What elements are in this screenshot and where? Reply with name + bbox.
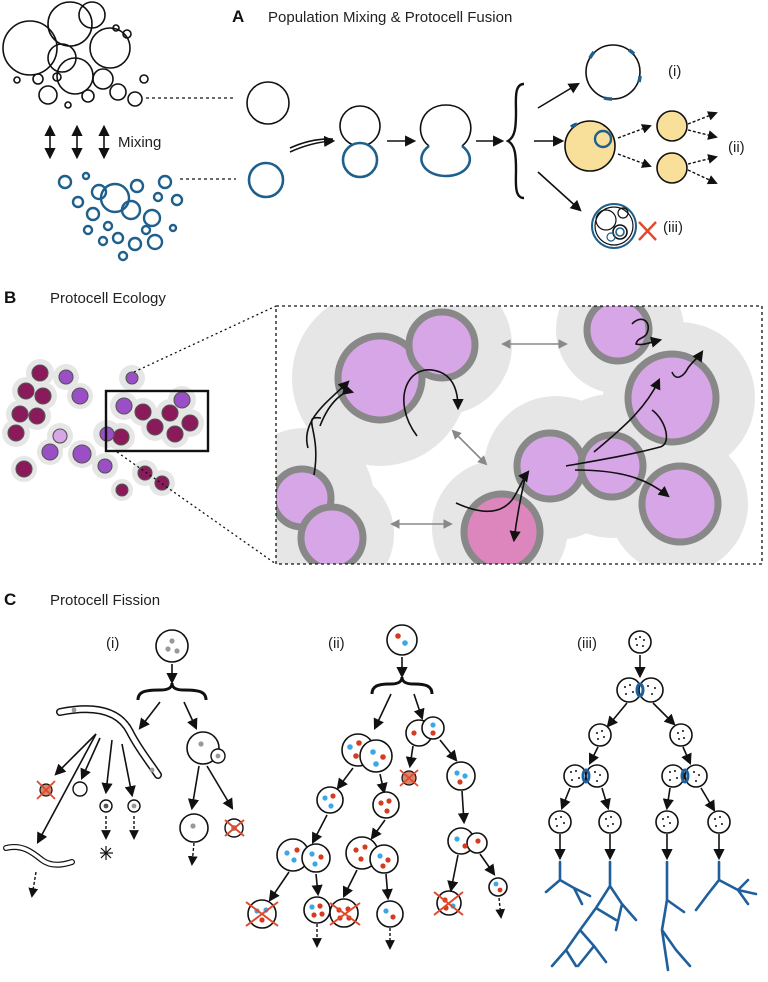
mixing-label: Mixing bbox=[118, 134, 161, 151]
black-protocell bbox=[246, 81, 290, 125]
panel-a-label: A bbox=[232, 7, 244, 26]
fission-i: (i) bbox=[3, 629, 245, 898]
panel-a: A Population Mixing & Protocell Fusion bbox=[2, 1, 745, 262]
blue-population bbox=[57, 171, 184, 262]
yellow-daughter-2 bbox=[656, 152, 688, 184]
fission-ii: (ii) bbox=[245, 624, 508, 950]
fission-i-label: (i) bbox=[106, 635, 119, 652]
fusion-arrow-top bbox=[289, 138, 334, 149]
panel-a-title: Population Mixing & Protocell Fusion bbox=[268, 9, 512, 26]
panel-c-label: C bbox=[4, 590, 16, 609]
branching-trees bbox=[544, 860, 758, 972]
fused-protocell bbox=[585, 44, 641, 100]
fission-ii-label: (ii) bbox=[328, 635, 345, 652]
fission-iii-label: (iii) bbox=[577, 635, 597, 652]
outcome-i-label: (i) bbox=[668, 63, 681, 80]
yellow-daughter-1 bbox=[656, 110, 688, 142]
zoom-line-top bbox=[133, 305, 277, 373]
collapsed-protocell bbox=[591, 203, 637, 249]
zoom-box bbox=[104, 389, 210, 453]
zoomed-inset bbox=[275, 305, 763, 565]
panel-b: B Protocell Ecology bbox=[2, 288, 763, 565]
mixing-arrows bbox=[44, 124, 110, 160]
death-cross-icon bbox=[638, 221, 657, 241]
panel-b-title: Protocell Ecology bbox=[50, 290, 166, 307]
inset-frame bbox=[275, 305, 763, 565]
fusing-protocell bbox=[419, 104, 472, 178]
fusion-arrow-bottom bbox=[289, 135, 336, 153]
outcome-iii-label: (iii) bbox=[663, 219, 683, 236]
panel-c-title: Protocell Fission bbox=[50, 592, 160, 609]
arrow-outcome-i bbox=[537, 82, 580, 109]
blue-membrane-patches bbox=[588, 48, 642, 101]
arrow-outcome-iii bbox=[537, 171, 582, 212]
black-population bbox=[2, 1, 149, 109]
outcome-ii-label: (ii) bbox=[728, 139, 745, 156]
blue-protocell bbox=[247, 161, 285, 199]
contacting-protocells bbox=[339, 105, 381, 179]
internal-vesicle bbox=[593, 129, 613, 149]
division-arrows bbox=[617, 111, 718, 185]
panel-b-label: B bbox=[4, 288, 16, 307]
panel-c: C Protocell Fission (i) bbox=[3, 590, 758, 972]
fission-iii: (iii) bbox=[544, 630, 758, 972]
outcome-brace bbox=[505, 82, 525, 200]
